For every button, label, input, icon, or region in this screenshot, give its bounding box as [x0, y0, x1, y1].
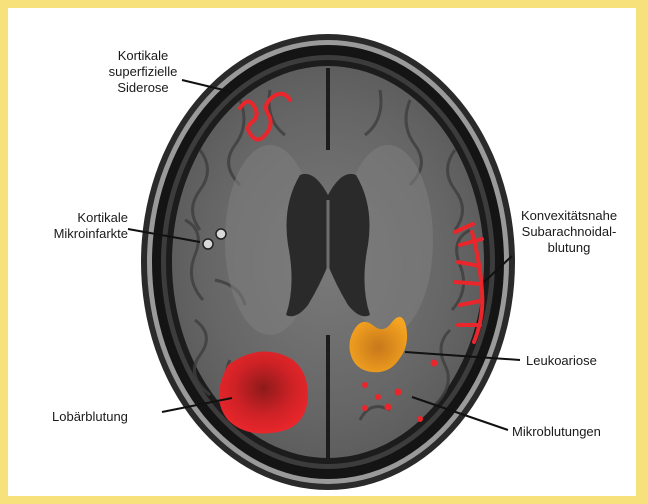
label-cortical-microinfarcts: Kortikale Mikroinfarkte [28, 210, 128, 242]
lobar-hemorrhage-lesion [219, 352, 308, 434]
label-convexity-sah: Konvexitätsnahe Subarachnoidal- blutung [508, 208, 630, 256]
microinfarct-2 [203, 239, 213, 249]
microinfarct-1 [216, 229, 226, 239]
label-lobar-hemorrhage: Lobärblutung [52, 409, 128, 425]
label-microbleeds: Mikroblutungen [512, 424, 601, 440]
label-cortical-siderosis: Kortikale superfizielle Siderose [98, 48, 188, 96]
label-leukoaraiosis: Leukoariose [526, 353, 597, 369]
